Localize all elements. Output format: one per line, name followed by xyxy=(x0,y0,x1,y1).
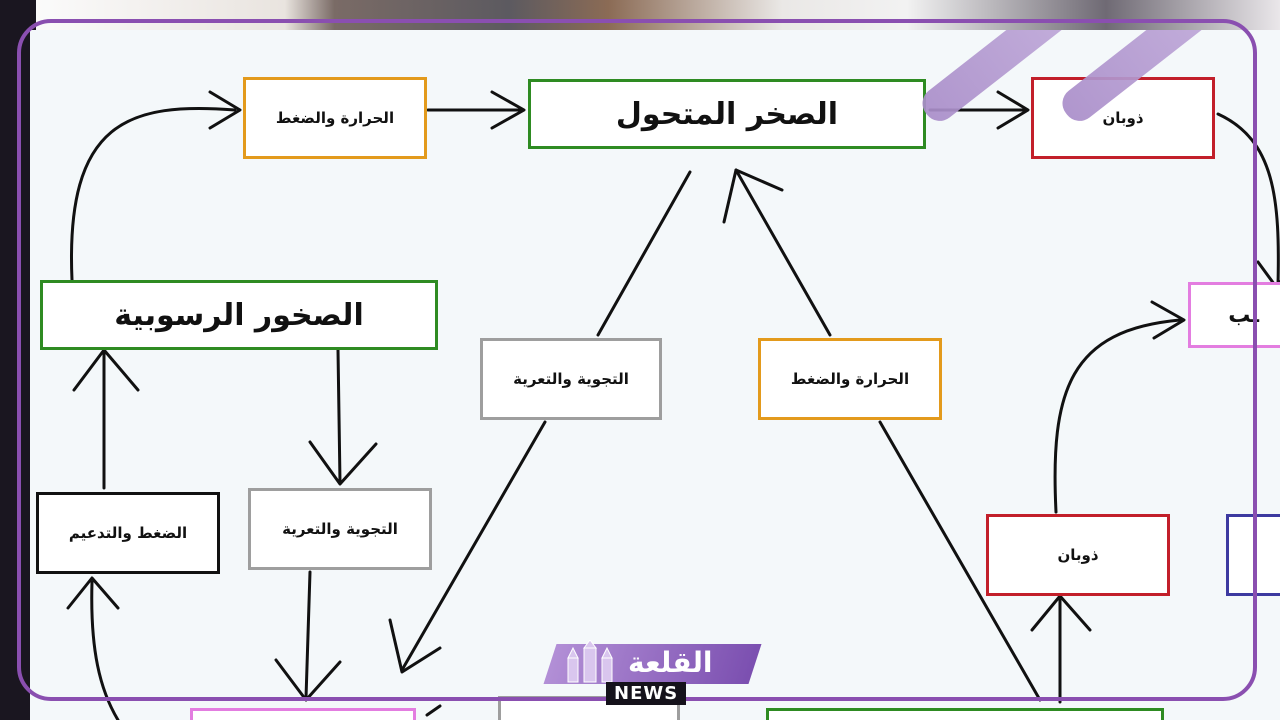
top-image-strip xyxy=(36,0,1280,30)
castle-icon xyxy=(567,640,613,683)
arrow-sedimentary-to-hp xyxy=(69,106,237,282)
box-cut-bottom-pink xyxy=(190,708,416,720)
arrow-hp-center-to-metamorphic xyxy=(734,168,832,337)
box-heat-pressure-top: الحرارة والضغط xyxy=(243,77,427,159)
diagram-arrows xyxy=(66,90,1280,720)
box-metamorphic-rock: الصخر المتحول xyxy=(528,79,926,149)
box-cut-bottom-green xyxy=(766,708,1164,720)
arrow-weathering-left-to-bottom xyxy=(304,570,312,700)
box-melting-right: ذوبان xyxy=(986,514,1170,596)
news-logo: القلعة NEWS xyxy=(543,636,770,708)
arrow-melting-right-to-right xyxy=(1053,318,1182,514)
arrow-bottom-to-compaction xyxy=(90,580,120,720)
box-weathering-erosion-left: التجوية والتعرية xyxy=(248,488,432,570)
arrow-weathering-to-bottom xyxy=(400,420,547,672)
box-melting-top: ذوبان xyxy=(1031,77,1215,159)
box-heat-pressure-center: الحرارة والضغط xyxy=(758,338,942,420)
box-cut-right-pink: ـب xyxy=(1188,282,1280,348)
logo-arabic-text: القلعة xyxy=(628,646,713,679)
logo-news-text: NEWS xyxy=(606,682,687,705)
diagram-board: الصخر المتحول الصخور الرسوبية الحرارة وا… xyxy=(30,30,1280,720)
box-compaction-cementation: الضغط والتدعيم xyxy=(36,492,220,574)
box-weathering-erosion-center: التجوية والتعرية xyxy=(480,338,662,420)
box-cut-right-blue xyxy=(1226,514,1280,596)
arrow-melting-to-right xyxy=(1216,112,1280,287)
arrow-metamorphic-to-weathering xyxy=(596,170,692,337)
arrow-sedimentary-to-weathering-left xyxy=(336,348,342,484)
arrow-bottom-to-hp-center xyxy=(878,420,1042,702)
box-sedimentary-rocks: الصخور الرسوبية xyxy=(40,280,438,350)
